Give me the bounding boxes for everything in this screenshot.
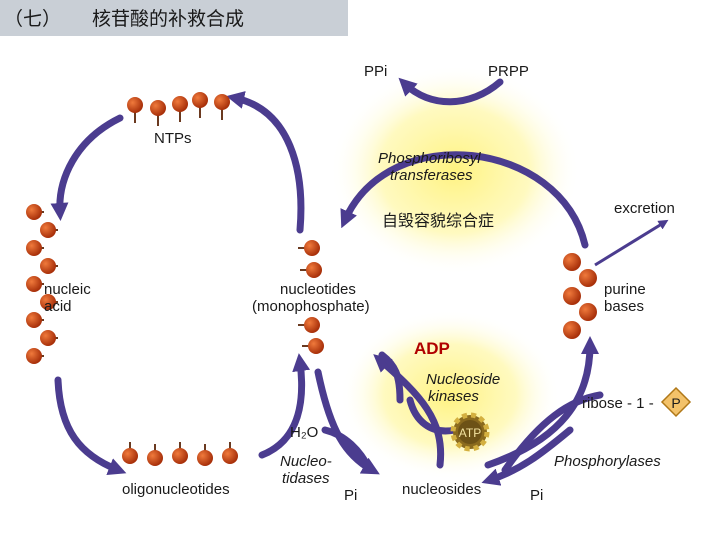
nucleic-acid-bead [40,330,56,346]
enzyme-phosphorylases: Phosphorylases [554,453,661,470]
nucleosides-label: nucleosides [402,481,481,498]
nucleic-acid-line2: acid [44,298,72,315]
pi-left-label: Pi [344,487,357,504]
cycle-arrows [50,77,604,486]
arrow-ppi-prpp-loop [398,77,504,106]
nucleic-acid-line1: nucleic [44,281,91,298]
ppi-top-label: PPi [364,63,387,80]
diagram-labels: PPi PRPP NTPs Phosphoribosyl transferase… [44,63,675,504]
arrow-nucleotides-to-ntps [226,91,305,234]
pi-right-label: Pi [530,487,543,504]
ntp-bead [192,92,208,108]
nucleotide-bead [308,338,324,354]
enzyme-nk-line1: Nucleoside [426,371,500,388]
enzyme-nt-line1: Nucleo- [280,453,332,470]
nucleic-acid-bead [26,276,42,292]
nucleic-acid-bead [40,222,56,238]
title-bar: （七） 核苷酸的补救合成 [0,0,348,36]
excretion-label: excretion [614,200,675,217]
arrow-purine-to-nucleotides [340,151,589,249]
arrow-ntps-to-nucleic-acid [50,114,124,221]
ntp-bead [172,96,188,112]
enzyme-nt-line2: tidases [282,470,330,487]
atp-gear-icon: ATP [450,412,490,452]
nucleotides-line1: nucleotides [280,281,356,298]
overlay-syndrome-text: 自毁容貌综合症 [382,211,494,230]
nucleotide-bead [304,240,320,256]
nucleic-acid-bead [26,348,42,364]
page-title: 核苷酸的补救合成 [92,8,244,30]
nucleotide-bead [306,262,322,278]
arrow-ribose-loop [501,391,604,474]
title-number: （七） [4,8,61,30]
arrow-adp-branch [378,351,404,404]
nucleotide-bead [304,317,320,333]
arrow-nucleic-acid-to-oligo [54,376,127,476]
enzyme-nk-line2: kinases [428,388,479,405]
ribose-label: ribose - 1 - [582,395,654,412]
purine-base-bead [579,303,597,321]
arrow-phosphorylase-to-nucleosides [481,426,574,486]
nucleic-acid-bead [40,294,56,310]
purine-line1: purine [604,281,646,298]
oligonucleotide-bead [222,448,238,464]
enzyme-prt-line2: transferases [390,167,473,184]
arrow-h2o-to-nucleosides [321,426,374,474]
oligonucleotide-bead [172,448,188,464]
ntp-bead [127,97,143,113]
glow-kinases [340,310,560,480]
prpp-label: PRPP [488,63,529,80]
enzyme-prt-line1: Phosphoribosyl [378,150,481,167]
nucleic-acid-bead [26,312,42,328]
nucleic-acid-bead [26,240,42,256]
glow-transferases [330,65,580,275]
h2o-label: H₂O [290,424,318,441]
purine-base-bead [579,269,597,287]
nucleic-acid-bead [26,204,42,220]
oligonucleotides-label: oligonucleotides [122,481,230,498]
purine-base-bead [563,321,581,339]
ntp-bead [214,94,230,110]
purine-base-bead [563,287,581,305]
nucleic-acid-bead [40,258,56,274]
arrow-oligo-to-nucleotides [258,353,311,459]
purine-base-bead [563,253,581,271]
arrow-to-excretion [594,219,669,267]
oligonucleotide-bead [147,450,163,466]
purine-line2: bases [604,298,644,315]
ntp-bead [150,100,166,116]
p-badge-label: P [671,395,680,411]
arrow-atp-input [406,396,459,435]
bead-molecules [26,92,597,466]
adp-label: ADP [414,339,450,358]
atp-label: ATP [459,426,481,440]
nucleotides-line2: (monophosphate) [252,298,370,315]
ntps-label: NTPs [154,130,192,147]
phosphate-badge: P [660,386,692,418]
oligonucleotide-bead [122,448,138,464]
oligonucleotide-bead [197,450,213,466]
